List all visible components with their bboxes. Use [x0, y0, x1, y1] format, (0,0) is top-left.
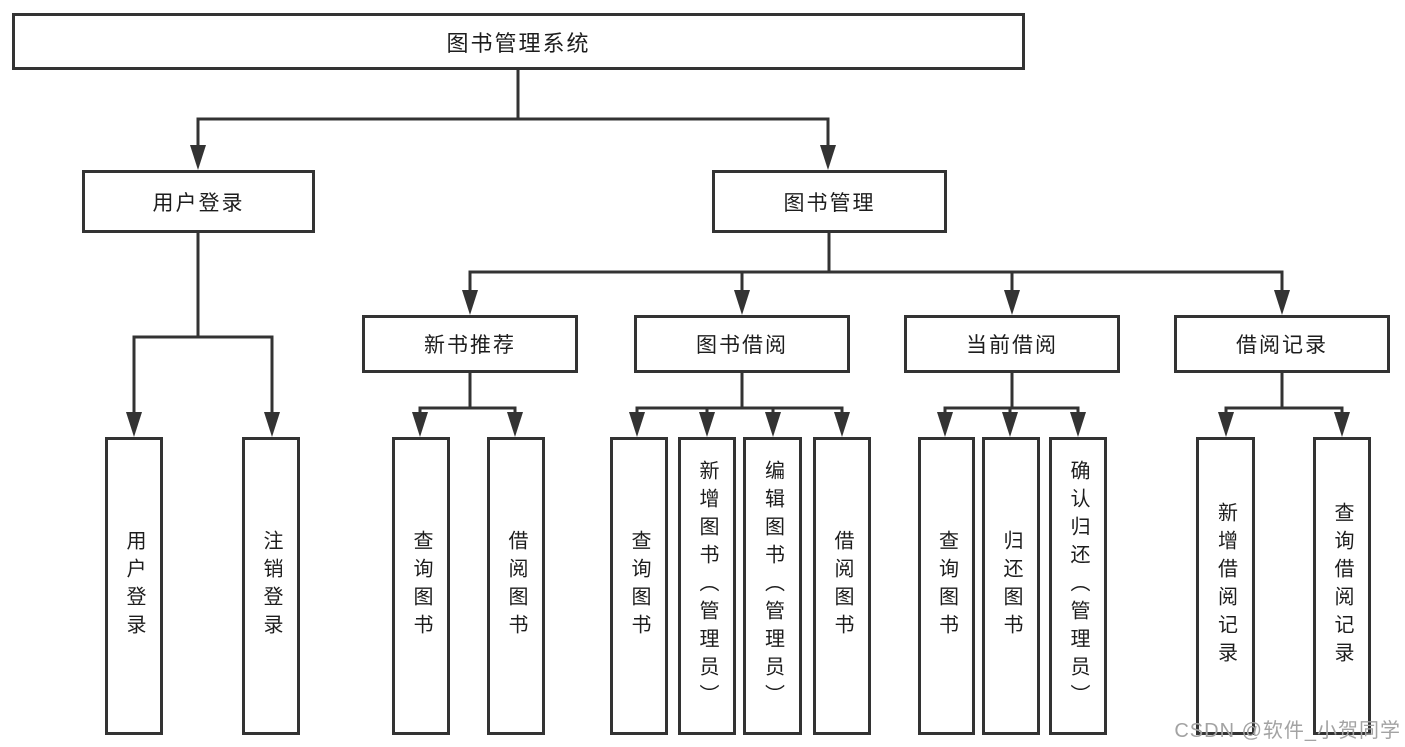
leaf-query-books-recommend: 查询图书	[392, 437, 450, 735]
edge-newbook-to-leaves	[418, 373, 517, 416]
leaf-query-books-current-label: 查询图书	[935, 530, 958, 642]
node-borrow-records: 借阅记录	[1174, 315, 1390, 373]
arrowheads	[126, 145, 1350, 437]
leaf-borrow-books-label: 借阅图书	[831, 530, 853, 642]
leaf-query-books-current: 查询图书	[918, 437, 975, 735]
csdn-watermark: CSDN @软件_小贺同学	[1174, 720, 1401, 742]
leaf-add-borrow-record-label: 新增借阅记录	[1214, 502, 1237, 670]
leaf-add-books-admin-label: 新增图书（管理员）	[696, 460, 718, 712]
leaf-borrow-books-recommend-label: 借阅图书	[505, 530, 527, 642]
node-root-system: 图书管理系统	[12, 13, 1025, 70]
node-book-management-label: 图书管理	[783, 191, 876, 215]
edge-root-to-level2	[196, 70, 830, 148]
leaf-confirm-return-admin-label: 确认归还（管理员）	[1067, 460, 1089, 712]
leaf-borrow-books-recommend: 借阅图书	[487, 437, 545, 735]
node-borrow-records-label: 借阅记录	[1236, 334, 1328, 357]
node-current-borrow: 当前借阅	[904, 315, 1120, 373]
edge-bookmgmt-to-level3	[468, 233, 1284, 293]
node-book-borrow-label: 图书借阅	[696, 334, 788, 357]
edge-borrowrecord-to-leaves	[1224, 373, 1344, 416]
leaf-logout-login: 注销登录	[242, 437, 300, 735]
node-user-login-label: 用户登录	[152, 191, 245, 215]
edge-userlogin-to-leaves	[132, 233, 274, 416]
node-current-borrow-label: 当前借阅	[966, 334, 1058, 357]
node-user-login: 用户登录	[82, 170, 315, 233]
node-new-book-recommend: 新书推荐	[362, 315, 578, 373]
leaf-add-books-admin: 新增图书（管理员）	[678, 437, 736, 735]
leaf-query-books-borrow: 查询图书	[610, 437, 668, 735]
leaf-return-books: 归还图书	[982, 437, 1040, 735]
leaf-borrow-books: 借阅图书	[813, 437, 871, 735]
leaf-query-borrow-record-label: 查询借阅记录	[1331, 502, 1353, 670]
edge-currentborrow-to-leaves	[943, 373, 1080, 416]
leaf-edit-books-admin-label: 编辑图书（管理员）	[761, 460, 784, 712]
node-book-borrow: 图书借阅	[634, 315, 850, 373]
leaf-confirm-return-admin: 确认归还（管理员）	[1049, 437, 1107, 735]
edge-bookborrow-to-leaves	[635, 373, 844, 416]
leaf-logout-login-label: 注销登录	[260, 530, 282, 642]
leaf-query-borrow-record: 查询借阅记录	[1313, 437, 1371, 735]
leaf-edit-books-admin: 编辑图书（管理员）	[743, 437, 802, 735]
leaf-add-borrow-record: 新增借阅记录	[1196, 437, 1255, 735]
leaf-query-books-borrow-label: 查询图书	[628, 530, 650, 642]
node-root-system-label: 图书管理系统	[446, 30, 591, 56]
node-book-management: 图书管理	[712, 170, 947, 233]
leaf-query-books-recommend-label: 查询图书	[410, 530, 432, 642]
node-new-book-recommend-label: 新书推荐	[424, 334, 516, 357]
leaf-return-books-label: 归还图书	[1000, 530, 1022, 642]
leaf-user-login: 用户登录	[105, 437, 163, 735]
leaf-user-login-label: 用户登录	[123, 530, 145, 642]
